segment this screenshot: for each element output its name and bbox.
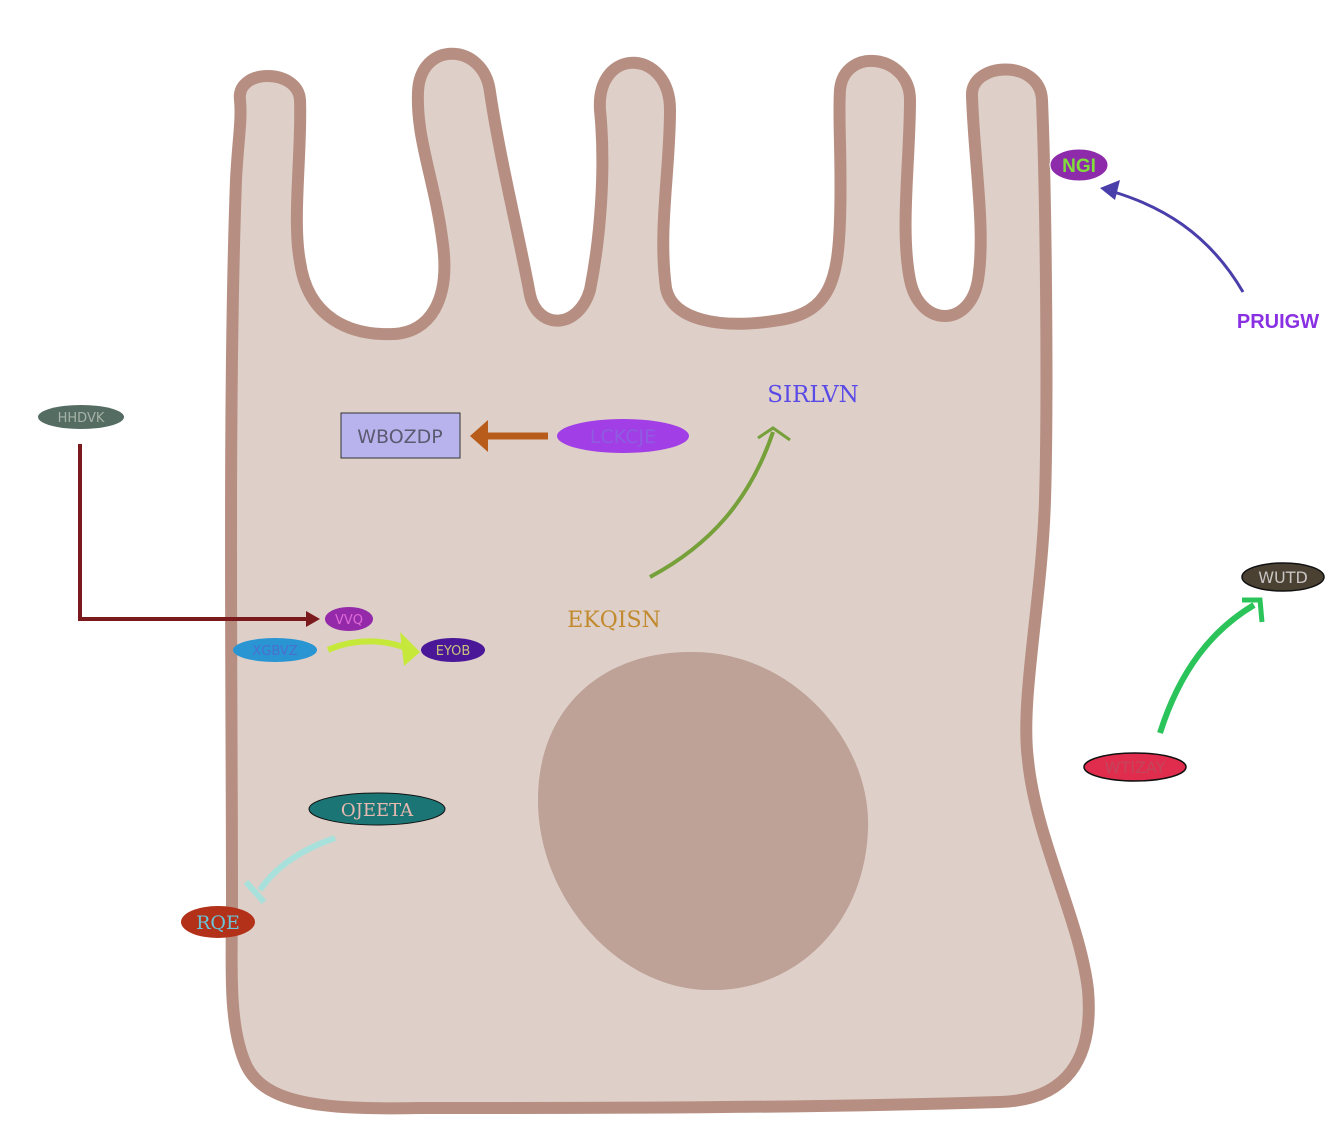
node-pruigw-label[interactable]: PRUIGW — [1237, 311, 1319, 333]
node-ngi-label: NGI — [1062, 156, 1096, 177]
edge-ekqisn-sirlvn — [649, 431, 775, 579]
arrowhead-ngi — [1100, 180, 1120, 200]
node-ojeeta-label: OJEETA — [341, 800, 414, 821]
node-wbozdp-label: WBOZDP — [357, 426, 443, 448]
edge-hhdvk-vvq — [78, 444, 308, 621]
node-wtizay-label: WTIZAY — [1105, 758, 1166, 777]
edge-xgbvz-eyob — [326, 638, 408, 653]
node-hhdvk-shape[interactable] — [38, 405, 124, 429]
node-hhdvk-label: HHDVK — [58, 411, 105, 426]
node-ekqisn-label[interactable]: EKQISN — [567, 608, 661, 633]
arrowhead-wbozdp — [470, 420, 488, 452]
node-vvq-label: VVQ — [335, 613, 363, 628]
arrowhead-sirlvn — [757, 426, 791, 442]
node-lckcje-shape[interactable] — [557, 419, 689, 453]
node-ngi-shape[interactable] — [1049, 148, 1109, 182]
edge-wtizay-wutd — [1157, 602, 1256, 734]
node-eyob-label: EYOB — [436, 644, 471, 659]
node-wutd-label: WUTD — [1258, 568, 1308, 587]
node-rqe-label: RQE — [196, 912, 240, 934]
node-xgbvz-shape[interactable] — [233, 638, 317, 662]
arrowhead-wutd — [1242, 597, 1265, 623]
nucleus — [538, 651, 869, 991]
node-eyob-shape[interactable] — [421, 638, 485, 662]
node-rqe-shape[interactable] — [181, 906, 255, 938]
node-sirlvn-label[interactable]: SIRLVN — [767, 382, 858, 408]
inhibition-bar-rqe — [243, 879, 267, 905]
node-wtizay-shape[interactable] — [1083, 752, 1187, 782]
node-ojeeta-shape[interactable] — [308, 792, 446, 826]
arrowhead-eyob — [400, 632, 420, 666]
node-wutd-shape[interactable] — [1241, 562, 1325, 592]
node-xgbvz-label: XGBVZ — [252, 644, 297, 659]
edge-pruigw-ngi — [1113, 190, 1245, 293]
edge-ojeeta-rqe — [257, 835, 336, 892]
node-vvq-shape[interactable] — [325, 607, 373, 631]
node-wbozdp-shape[interactable] — [340, 412, 461, 459]
arrowhead-vvq — [306, 611, 320, 627]
cell-membrane — [225, 47, 1095, 1115]
node-lckcje-label: LCKCJE — [590, 426, 656, 448]
